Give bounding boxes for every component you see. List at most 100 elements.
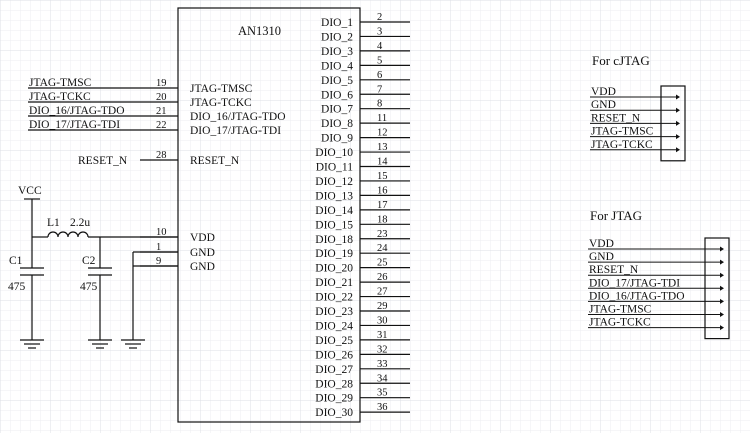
- pin-label: DIO_14: [315, 205, 353, 217]
- pin-number: 30: [377, 315, 388, 326]
- pin-number: 29: [377, 301, 388, 312]
- pin-number: 24: [377, 243, 388, 254]
- pin-number: 27: [377, 287, 388, 298]
- right-pin-30[interactable]: 30 DIO_24: [315, 315, 410, 332]
- pin-arrow-icon: [676, 134, 680, 140]
- right-pin-33[interactable]: 33 DIO_27: [315, 359, 410, 376]
- pin-number: 14: [377, 157, 388, 168]
- right-pin-35[interactable]: 35 DIO_29: [315, 388, 410, 405]
- c1-value: 475: [8, 281, 26, 293]
- connector-pin-label: RESET_N: [591, 112, 641, 124]
- pin-arrow-icon: [720, 272, 724, 278]
- pin-number: 15: [377, 171, 388, 182]
- pin-number: 18: [377, 214, 388, 225]
- ground-icon: [20, 339, 44, 349]
- pin-arrow-icon: [720, 259, 724, 265]
- pin-arrow-icon: [720, 312, 724, 317]
- c2-ref: C2: [82, 255, 96, 267]
- chip-name: AN1310: [238, 24, 281, 38]
- pin-number: 17: [377, 200, 388, 211]
- pin-number: 4: [377, 41, 383, 52]
- pin-label: DIO_8: [321, 118, 353, 130]
- connector-jtag[interactable]: For JTAGVDDGNDRESET_NDIO_17/JTAG-TDIDIO_…: [588, 208, 730, 340]
- pin-label: DIO_7: [321, 104, 353, 116]
- connector-pin-label: JTAG-TCKC: [589, 317, 651, 329]
- pin-arrow-icon: [676, 94, 680, 100]
- pin-arrow-icon: [720, 285, 724, 291]
- right-pin-12[interactable]: 12 DIO_9: [321, 128, 410, 145]
- chip-body[interactable]: [177, 7, 361, 423]
- right-pin-27[interactable]: 27 DIO_22: [315, 287, 410, 304]
- pin-label: DIO_22: [315, 292, 353, 304]
- pin-label: DIO_27: [315, 364, 353, 376]
- pin-number: 33: [377, 359, 388, 370]
- pin-label: DIO_24: [315, 320, 353, 332]
- pin-number: 25: [377, 258, 388, 269]
- pin-number: 26: [377, 272, 388, 283]
- inductor-l1[interactable]: [47, 231, 89, 238]
- pin-label: DIO_30: [315, 407, 353, 419]
- pin-number: 12: [377, 128, 388, 139]
- net-label: DIO_16/JTAG-TDO: [29, 105, 125, 117]
- pin-number: 9: [156, 256, 161, 267]
- connector-title: For JTAG: [590, 208, 642, 223]
- right-pin-29[interactable]: 29 DIO_23: [315, 301, 410, 318]
- right-pin-18[interactable]: 18 DIO_15: [315, 214, 410, 231]
- pin-label: DIO_9: [321, 133, 353, 145]
- right-pin-17[interactable]: 17 DIO_14: [315, 200, 410, 217]
- connector-pin-label: JTAG-TCKC: [591, 139, 653, 151]
- l1-ref: L1: [47, 217, 60, 229]
- chip-right-pins: 2DIO_13DIO_24DIO_35DIO_46DIO_57DIO_68DIO…: [315, 12, 410, 419]
- pin-number: 22: [156, 120, 167, 131]
- pin-label: RESET_N: [190, 155, 240, 167]
- pin-number: 2: [377, 12, 382, 23]
- right-pin-36[interactable]: 36 DIO_30: [315, 402, 410, 419]
- connector-pin-label: JTAG-TMSC: [589, 304, 652, 316]
- ground-icon: [88, 339, 112, 349]
- connector-title: For cJTAG: [592, 53, 650, 68]
- pin-number: 6: [377, 70, 382, 81]
- pin-label: DIO_16/JTAG-TDO: [190, 111, 286, 123]
- c2-value: 475: [80, 281, 98, 293]
- pin-label: DIO_10: [315, 147, 353, 159]
- pin-label: DIO_23: [315, 306, 353, 318]
- pin-number: 16: [377, 185, 388, 196]
- pin-label: DIO_15: [315, 219, 353, 231]
- pin-label: DIO_25: [315, 335, 353, 347]
- power-section: VCC L1 2.2u C1 475 C2 475: [8, 185, 178, 340]
- pin-number: 35: [377, 388, 388, 399]
- l1-value: 2.2u: [70, 217, 90, 229]
- pin-number: 5: [377, 55, 382, 66]
- connector-pin-label: DIO_17/JTAG-TDI: [589, 277, 680, 289]
- pin-label: DIO_29: [315, 393, 353, 405]
- pin-label: DIO_18: [315, 234, 353, 246]
- pin-number: 36: [377, 402, 388, 413]
- connector-pin-label: GND: [589, 251, 614, 263]
- pin-label: GND: [190, 247, 215, 259]
